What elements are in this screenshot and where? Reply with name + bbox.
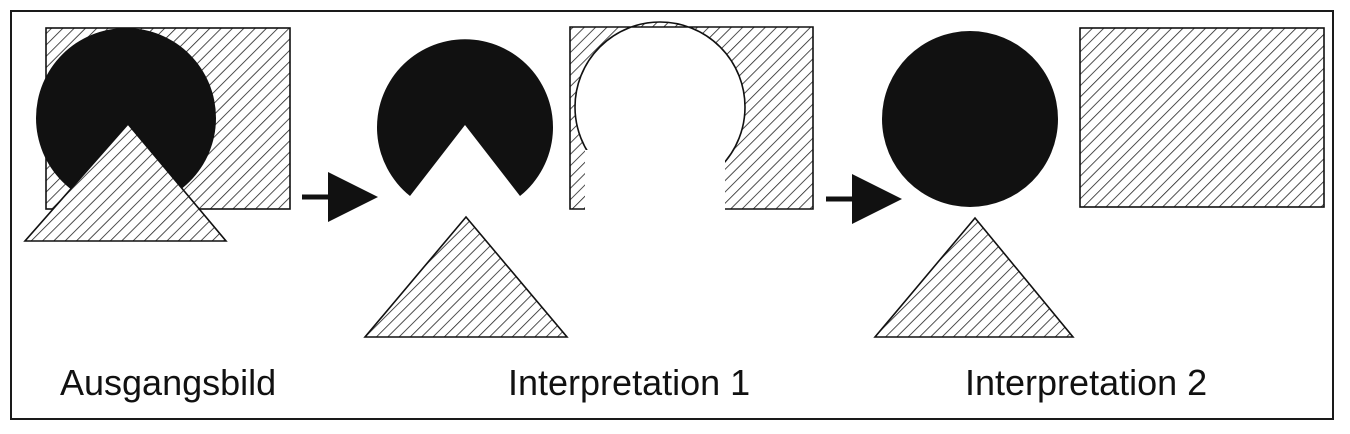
hatched-triangle bbox=[23, 122, 228, 242]
caption-interpretation-1: Interpretation 1 bbox=[508, 362, 751, 403]
panel-source bbox=[23, 27, 291, 242]
hatched-triangle bbox=[363, 215, 569, 338]
caption-source: Ausgangsbild bbox=[60, 362, 277, 403]
black-circle bbox=[882, 31, 1058, 207]
hatched-rectangle bbox=[1079, 27, 1325, 208]
notched-black-circle bbox=[377, 39, 553, 197]
caption-interpretation-2: Interpretation 2 bbox=[965, 362, 1208, 403]
panel-interpretation-2 bbox=[873, 27, 1325, 338]
panel-interpretation-1 bbox=[363, 21, 814, 338]
rectangle-gap bbox=[585, 150, 725, 212]
hatched-triangle bbox=[873, 216, 1075, 338]
black-circle bbox=[36, 28, 216, 208]
